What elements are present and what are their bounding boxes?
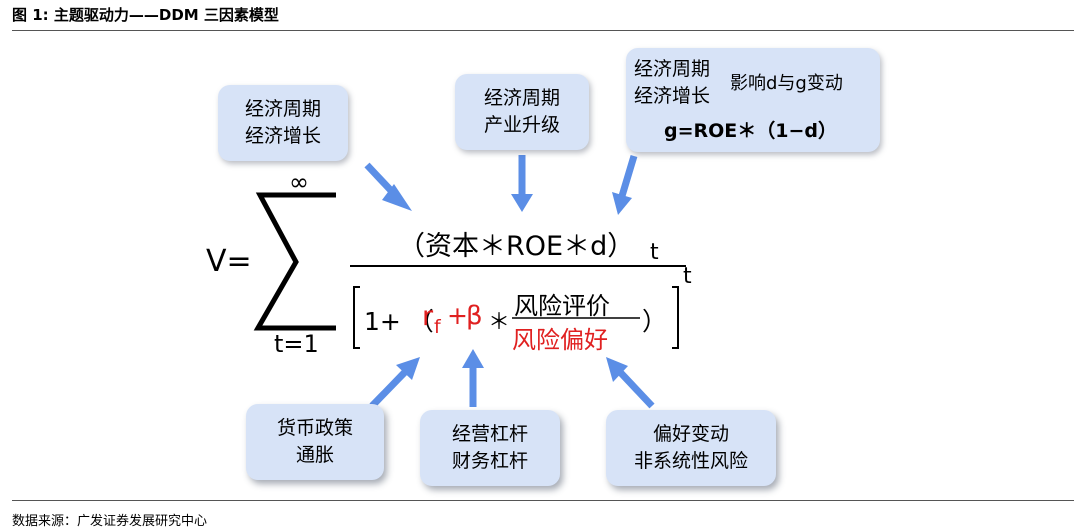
arrow-from-dg-box	[612, 154, 638, 215]
arrow-from-cycle-growth	[364, 162, 412, 211]
box-preference-line1: 偏好变动	[652, 423, 729, 445]
arrow-from-cycle-upgrade	[511, 155, 533, 212]
box-cycle-growth-line2: 经济增长	[244, 125, 321, 147]
box-monetary: 货币政策 通胀	[246, 404, 384, 480]
box-cycle-upgrade-line2: 产业升级	[483, 114, 560, 136]
times-sign: ＊	[488, 310, 511, 335]
box-dg-formula: g=ROE＊（1−d）	[664, 120, 838, 142]
risk-evaluation: 风险评价	[514, 292, 610, 320]
box-leverage-line2: 财务杠杆	[451, 450, 528, 472]
denominator-close: ）	[642, 307, 668, 336]
beta: β	[466, 301, 483, 331]
arrow-from-preference	[606, 357, 655, 409]
risk-preference: 风险偏好	[512, 326, 608, 354]
numerator: （资本＊ROE＊d）	[398, 231, 635, 262]
box-leverage: 经营杠杆 财务杠杆	[420, 410, 560, 486]
plus-sign: +	[447, 301, 468, 330]
source-note: 数据来源：广发证券发展研究中心	[12, 514, 208, 529]
box-cycle-upgrade: 经济周期 产业升级	[455, 74, 589, 150]
risk-free-rate-r: r	[422, 301, 434, 332]
box-preference: 偏好变动 非系统性风险	[606, 410, 776, 486]
arrow-from-monetary	[369, 357, 420, 409]
bottom-rule	[12, 500, 1074, 501]
box-cycle-upgrade-line1: 经济周期	[483, 87, 560, 109]
box-leverage-line1: 经营杠杆	[451, 423, 528, 445]
formula-lhs: V=	[206, 244, 252, 279]
box-dg-side: 影响d与g变动	[730, 73, 843, 94]
box-dg-line1: 经济周期	[634, 58, 711, 80]
arrow-from-leverage	[462, 349, 484, 407]
box-dg-line2: 经济增长	[634, 85, 711, 107]
left-bracket	[353, 286, 360, 349]
risk-free-rate-f: f	[434, 316, 441, 338]
denominator-open: 1+ （	[364, 307, 434, 336]
denominator-exponent: t	[683, 264, 692, 289]
box-cycle-growth-line1: 经济周期	[244, 98, 321, 120]
box-dg: 经济周期 经济增长 影响d与g变动 g=ROE＊（1−d）	[626, 48, 880, 152]
box-cycle-growth: 经济周期 经济增长	[218, 85, 348, 161]
numerator-subscript: t	[650, 240, 659, 265]
sum-lower-limit: t=1	[274, 330, 319, 358]
top-rule	[12, 30, 1074, 31]
right-bracket	[672, 286, 679, 349]
box-monetary-line2: 通胀	[295, 444, 334, 466]
box-preference-line2: 非系统性风险	[633, 450, 748, 472]
summation-sign	[253, 192, 336, 331]
box-monetary-line1: 货币政策	[276, 417, 353, 439]
sum-upper-limit: ∞	[289, 168, 309, 196]
figure-title: 图 1: 主题驱动力——DDM 三因素模型	[12, 6, 279, 24]
